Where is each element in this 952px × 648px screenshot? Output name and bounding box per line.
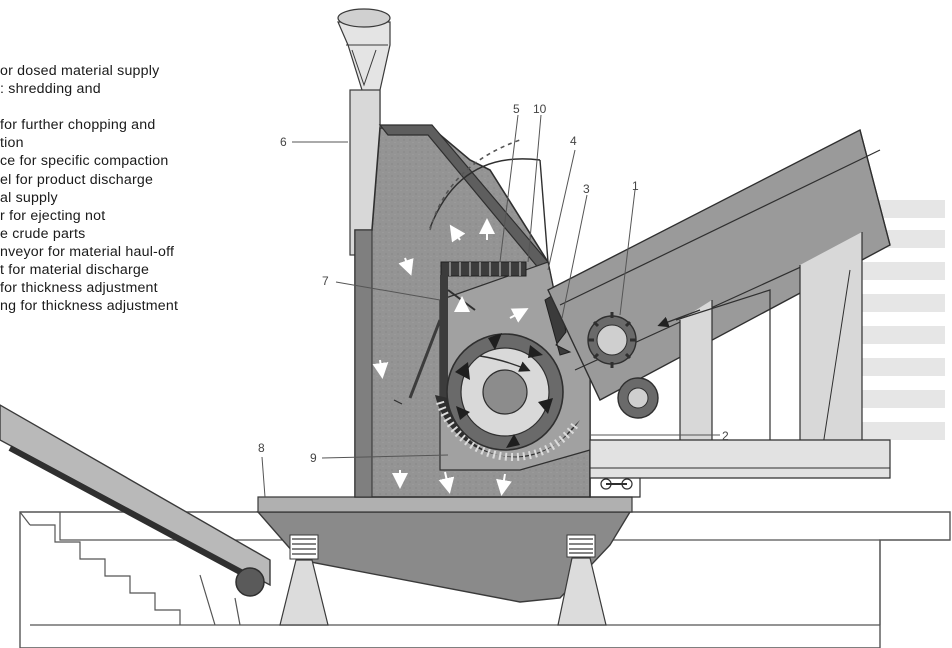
callout-5: 5	[513, 102, 520, 116]
callout-9: 9	[310, 451, 317, 465]
callout-8: 8	[258, 441, 265, 455]
legend-line: r for ejecting not	[0, 207, 106, 224]
hinged-cover	[429, 139, 549, 263]
impact-plate	[408, 275, 476, 402]
callout-1: 1	[632, 179, 639, 193]
support-pillar-right	[557, 534, 607, 626]
legend-line: el for product discharge	[0, 171, 154, 188]
callout-numbers: 1 2 3 4 5 6 7 8 9 10	[258, 102, 729, 465]
callout-3: 3	[583, 182, 590, 196]
feed-conveyor	[547, 128, 891, 466]
callout-6: 6	[280, 135, 287, 149]
legend-line: nveyor for material haul-off	[0, 243, 175, 260]
legend-line: ng for thickness adjustment	[0, 298, 179, 315]
top-grate	[440, 261, 527, 277]
support-pillar-left	[279, 534, 329, 626]
legend-line: ce for specific compaction	[0, 153, 169, 170]
feed-roller	[587, 312, 637, 368]
main-rotor	[446, 333, 564, 451]
callout-2: 2	[722, 429, 729, 443]
legend-line: for thickness adjustment	[0, 280, 158, 297]
legend-line: tion	[0, 135, 24, 152]
legend-line: al supply	[0, 189, 58, 206]
leader-lines	[261, 114, 720, 498]
adjustment-frame	[589, 439, 891, 498]
legend-line: or dosed material supply	[0, 63, 160, 79]
callout-10: 10	[533, 102, 547, 116]
legend-line: e crude parts	[0, 225, 86, 242]
legend-line: t for material discharge	[0, 262, 150, 279]
grinding-grate	[435, 395, 580, 461]
crusher-platform	[257, 496, 633, 513]
callout-4: 4	[570, 134, 577, 148]
flow-arrows	[372, 218, 529, 496]
legend-line: for further chopping and	[0, 117, 156, 134]
legend-list: or dosed material supply : shredding and…	[0, 62, 300, 315]
discharge-conveyor	[0, 404, 271, 626]
legend-line: : shredding and	[0, 81, 101, 98]
staircase	[19, 511, 181, 625]
callout-7: 7	[322, 274, 329, 288]
pressure-roller	[617, 377, 659, 419]
